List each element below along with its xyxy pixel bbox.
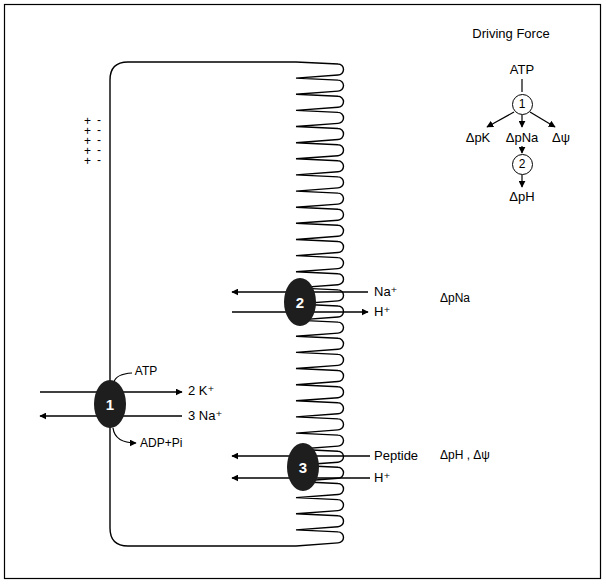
charge-sign: + [84, 154, 91, 169]
frame [5, 5, 601, 579]
gradient-label: Δψ [552, 130, 570, 145]
transporter-ellipse: 3 [287, 443, 319, 491]
ion-label: H⁺ [374, 304, 390, 319]
ion-label: Na⁺ [374, 284, 397, 299]
ion-label: 3 Na⁺ [188, 408, 222, 423]
gradient-label: ΔpH [509, 189, 534, 204]
ion-label: H⁺ [374, 470, 390, 485]
step-circle: 2 [512, 154, 533, 175]
substrate-label: Peptide [374, 448, 418, 463]
charge-sign: - [97, 153, 101, 168]
callout-number: 1 [519, 97, 526, 111]
adp-arrow [113, 428, 136, 443]
step-circle: 1 [512, 94, 533, 115]
scheme-arrow [521, 115, 522, 127]
scheme-line [521, 79, 522, 92]
atp-line [114, 373, 132, 382]
transporter-ellipse: 1 [94, 380, 126, 428]
gradient-label: ΔpK [466, 130, 491, 145]
gradient-label: ΔpH , Δψ [440, 448, 490, 463]
scheme-title: Driving Force [472, 26, 549, 41]
energy-source: ATP [510, 62, 534, 77]
substrate-label: ATP [135, 364, 157, 379]
scheme-arrow [487, 112, 514, 127]
product-label: ADP+Pi [140, 436, 182, 451]
transporter-ellipse: 2 [284, 278, 316, 326]
callout-number: 1 [106, 396, 114, 413]
scheme-arrow [530, 112, 555, 127]
callout-number: 2 [519, 157, 526, 171]
scheme-arrow [521, 175, 522, 187]
ion-label: 2 K⁺ [188, 383, 214, 398]
gradient-label: ΔpNa [506, 130, 539, 145]
cell-outline [110, 62, 344, 546]
callout-number: 2 [296, 294, 304, 311]
scheme-arrow [521, 146, 522, 153]
gradient-label: ΔpNa [440, 291, 470, 306]
callout-number: 3 [299, 459, 307, 476]
